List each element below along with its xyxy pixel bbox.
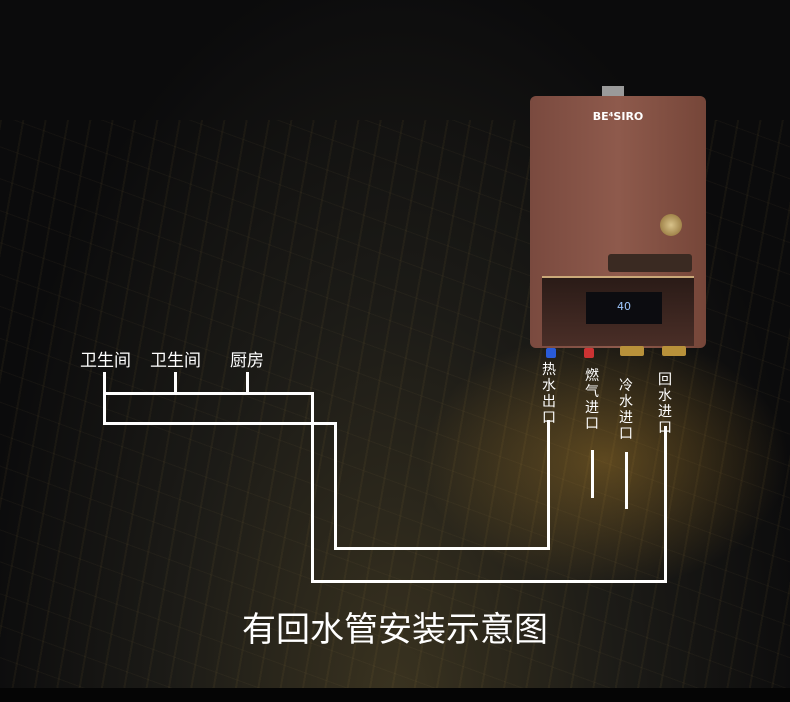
water-heater: BE⁴SIRO 40: [530, 96, 706, 348]
return-water-valve: [662, 346, 686, 356]
temperature-display: 40: [586, 292, 662, 324]
hot-water-fitting: [546, 348, 556, 358]
award-badge-icon: [660, 214, 682, 236]
port-label-hot-out: 热水出口: [542, 362, 556, 426]
page-title: 有回水管安装示意图: [242, 610, 548, 650]
shield-ribbon-icon: [608, 254, 692, 272]
brand-logo: BE⁴SIRO: [592, 110, 644, 123]
fixture-label: 卫生间: [80, 351, 131, 371]
bottom-band: [0, 688, 790, 702]
fixture-label: 厨房: [230, 351, 264, 371]
flue-pipe: [602, 86, 624, 98]
fixture-label: 卫生间: [150, 351, 201, 371]
cold-water-valve: [620, 346, 644, 356]
port-label-gas-in: 燃气进口: [585, 368, 599, 432]
control-panel: 40: [542, 276, 694, 346]
gas-fitting: [584, 348, 594, 358]
city-lights: [420, 330, 790, 590]
port-label-cold-in: 冷水进口: [619, 378, 633, 442]
